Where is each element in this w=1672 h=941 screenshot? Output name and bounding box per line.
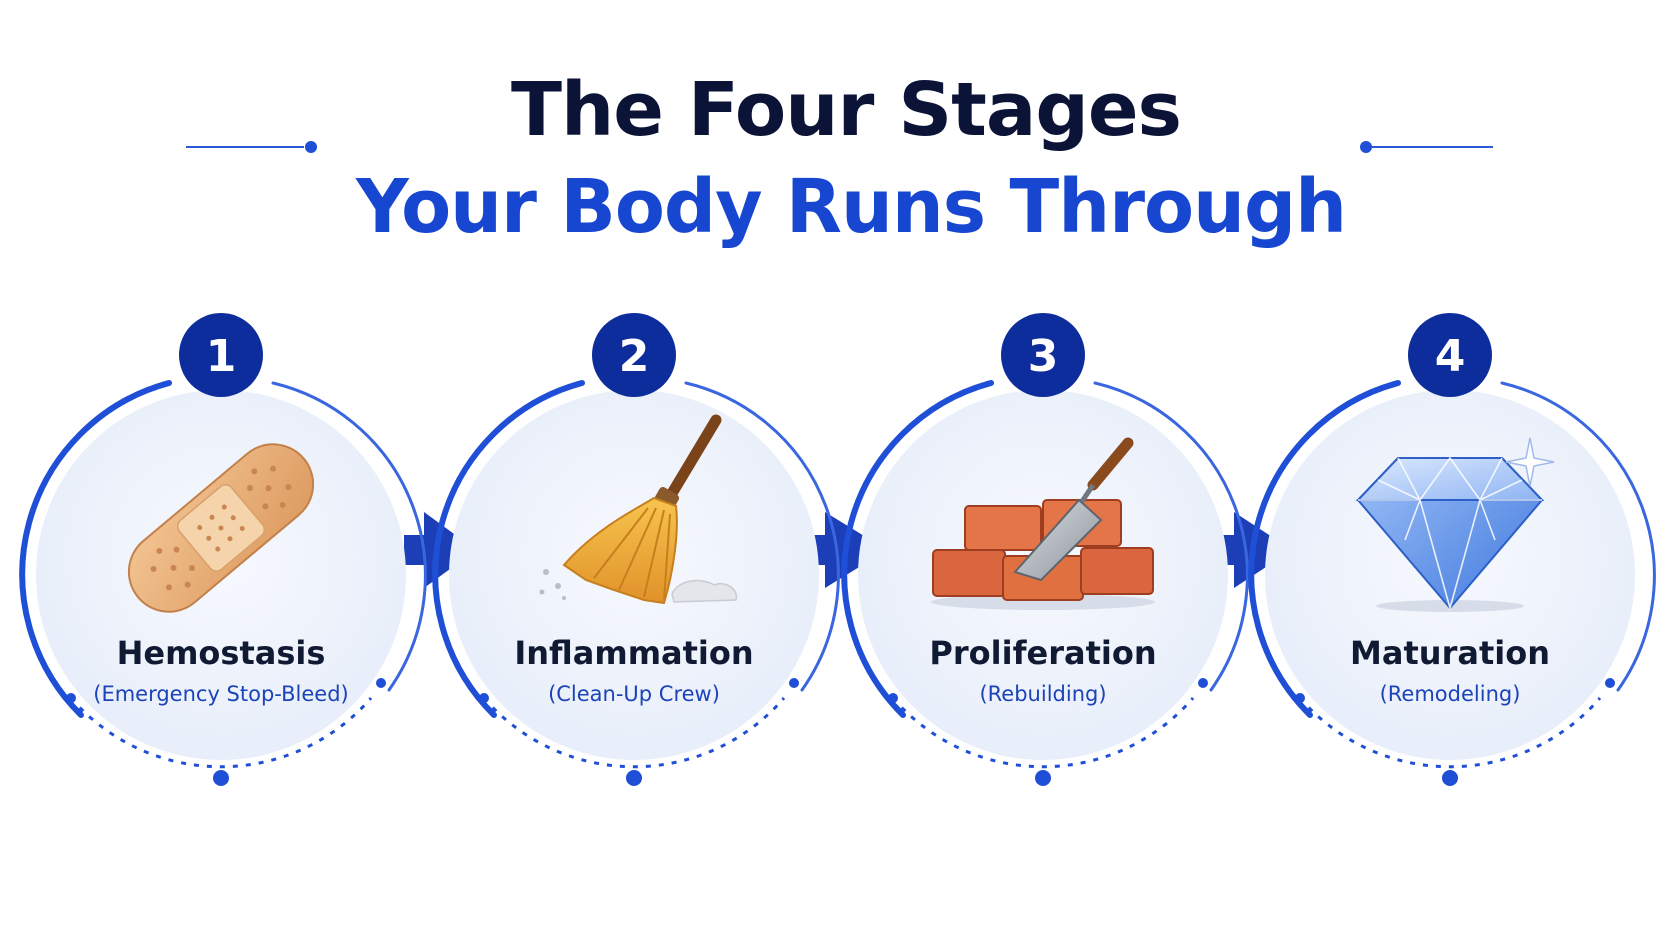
step-badge xyxy=(1001,313,1085,397)
stage-ring-left xyxy=(1248,380,1401,718)
stage-name: Maturation xyxy=(1350,634,1550,672)
stage-3: Proliferation (Rebuilding) 3 xyxy=(841,313,1249,786)
stage-name: Inflammation xyxy=(514,634,753,672)
step-number: 4 xyxy=(1435,331,1466,382)
broom-icon xyxy=(539,414,738,605)
stage-bottom-dot xyxy=(1442,770,1458,786)
title-block: The Four Stages Your Body Runs Through xyxy=(186,67,1493,250)
stage-ring-left xyxy=(19,380,172,718)
stage-subtitle: (Remodeling) xyxy=(1380,682,1521,706)
stage-bottom-dot xyxy=(213,770,229,786)
stage-ring-dotted xyxy=(1298,697,1602,769)
stage-1: Hemostasis (Emergency Stop-Bleed) 1 xyxy=(19,313,427,786)
stage-bottom-dot xyxy=(1035,770,1051,786)
stage-subtitle: (Clean-Up Crew) xyxy=(548,682,720,706)
step-badge xyxy=(1408,313,1492,397)
step-number: 1 xyxy=(206,331,237,382)
stage-name: Proliferation xyxy=(929,634,1156,672)
diamond-icon xyxy=(1355,437,1555,612)
stage-ring-dotted xyxy=(482,697,786,769)
stage-subtitle: (Rebuilding) xyxy=(979,682,1106,706)
bandage-icon xyxy=(127,443,315,613)
bricks-trowel-icon xyxy=(931,437,1155,610)
page-title-line-2: Your Body Runs Through xyxy=(355,164,1346,250)
step-badge xyxy=(592,313,676,397)
title-right-dot xyxy=(1360,141,1372,153)
stage-ring-dotted xyxy=(69,697,373,769)
stage-ring-right xyxy=(271,381,427,692)
stage-bottom-dot xyxy=(626,770,642,786)
stage-4: Maturation (Remodeling) 4 xyxy=(1248,313,1656,786)
page-title-line-1: The Four Stages xyxy=(511,67,1181,153)
stage-ring-left xyxy=(432,380,585,718)
stage-ring-right xyxy=(1500,381,1656,692)
stage-ring-dotted xyxy=(891,697,1195,769)
stage-2: Inflammation (Clean-Up Crew) 2 xyxy=(432,313,840,786)
step-badge xyxy=(179,313,263,397)
stage-ring-right xyxy=(1093,381,1249,692)
stage-ring-left xyxy=(841,380,994,718)
stage-ring-right xyxy=(684,381,840,692)
stage-subtitle: (Emergency Stop-Bleed) xyxy=(93,682,349,706)
step-number: 3 xyxy=(1028,331,1059,382)
title-left-dot xyxy=(305,141,317,153)
step-number: 2 xyxy=(619,331,650,382)
stage-name: Hemostasis xyxy=(117,634,326,672)
